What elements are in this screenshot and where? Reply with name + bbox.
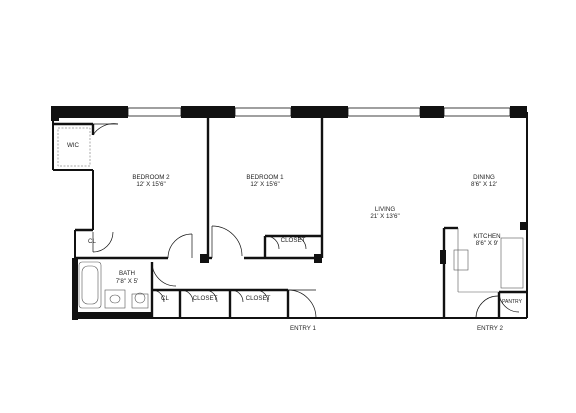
bath-label: BATH [119, 270, 135, 277]
kitchen-fixtures [453, 228, 524, 293]
windows [127, 107, 511, 117]
bedroom1-label: BEDROOM 1 [246, 174, 284, 181]
doors [92, 123, 520, 319]
bedroom2-size: 12' X 15'6" [136, 181, 165, 188]
living-label: LIVING [375, 206, 395, 213]
bedroom2-label: BEDROOM 2 [132, 174, 170, 181]
left-wall-block [51, 106, 59, 121]
top-wall [53, 106, 527, 118]
exterior-walls [52, 112, 528, 319]
bedroom1-size: 12' X 15'6" [250, 181, 279, 188]
dining-label: DINING [473, 174, 495, 181]
cl-bedroom2-label: CL [88, 238, 96, 245]
dining-size: 8'6" X 12' [471, 181, 497, 188]
pantry-label: PANTRY [502, 299, 522, 305]
wall-blocks [72, 222, 527, 320]
wic-label: WIC [67, 142, 80, 149]
interior-walls [53, 118, 527, 318]
bath-size: 7'8" X 5' [116, 278, 138, 285]
closet-bedroom1-label: CLOSET [281, 237, 306, 244]
entry1-label: ENTRY 1 [290, 325, 316, 332]
closet-hall-2-label: CLOSET [246, 295, 271, 302]
closet-hall-1-label: CLOSET [193, 295, 218, 302]
cl-hall-label: CL [161, 295, 169, 302]
kitchen-size: 8'6" X 9' [476, 240, 498, 247]
wic-shelving [57, 127, 91, 167]
kitchen-label: KITCHEN [473, 233, 500, 240]
bath-fixtures [78, 261, 149, 309]
entry2-label: ENTRY 2 [477, 325, 503, 332]
living-size: 21' X 13'6" [370, 213, 399, 220]
